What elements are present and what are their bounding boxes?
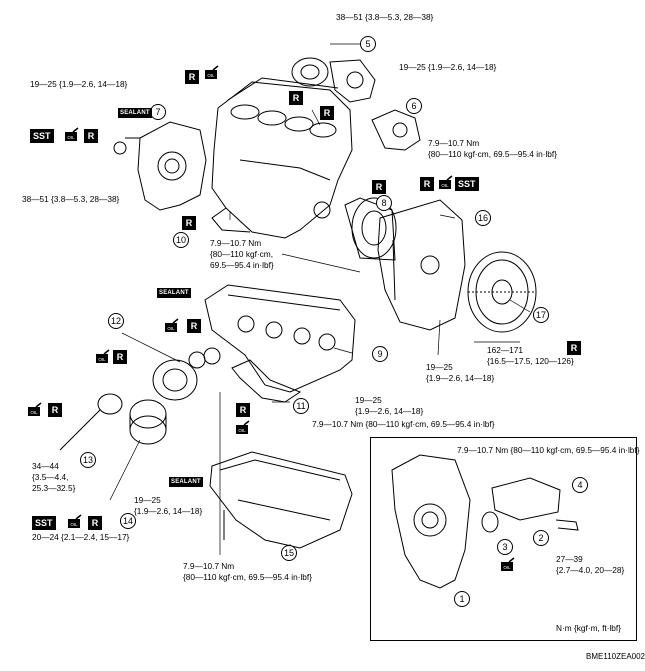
callout-2: 2 bbox=[533, 530, 549, 546]
torque-label-34-line3: 25.3—32.5} bbox=[32, 483, 76, 493]
torque-label-top: 38—51 {3.8—5.3, 28—38} bbox=[336, 12, 434, 22]
svg-text:OIL: OIL bbox=[503, 565, 511, 570]
torque-label-162-line1: 162—171 bbox=[487, 345, 523, 355]
torque-label-7-9-b-line2: {80—110 kgf·cm, bbox=[210, 249, 274, 259]
callout-11: 11 bbox=[293, 398, 309, 414]
callout-12: 12 bbox=[108, 313, 124, 329]
torque-label-19-25-d-line1: 19—25 bbox=[355, 395, 382, 405]
oil-can-icon: OIL bbox=[66, 514, 82, 530]
callout-14: 14 bbox=[120, 513, 136, 529]
replace-badge-r: R bbox=[236, 403, 250, 417]
oil-can-icon: OIL bbox=[163, 318, 179, 334]
torque-label-34-line2: {3.5—4.4, bbox=[32, 472, 69, 482]
torque-label-19-25-e-line1: 19—25 bbox=[134, 495, 161, 505]
svg-text:OIL: OIL bbox=[67, 135, 75, 140]
callout-17: 17 bbox=[533, 307, 549, 323]
replace-badge-r: R bbox=[185, 70, 199, 84]
seal-plate-drawing bbox=[344, 197, 397, 261]
oil-can-icon: OIL bbox=[499, 557, 515, 573]
torque-label-19-25-d-line2: {1.9—2.6, 14—18} bbox=[355, 406, 424, 416]
torque-label-7-9-d-line2: {80—110 kgf·cm, 69.5—95.4 in·lbf} bbox=[183, 572, 312, 582]
callout-3: 3 bbox=[497, 539, 513, 555]
replace-badge-r: R bbox=[182, 216, 196, 230]
replace-badge-r: R bbox=[187, 319, 201, 333]
sealant-badge: SEALANT bbox=[157, 288, 191, 298]
oil-can-icon: OIL bbox=[63, 127, 79, 143]
oil-can-icon: OIL bbox=[437, 175, 453, 191]
torque-label-7-9-c: 7.9—10.7 Nm {80—110 kgf·cm, 69.5—95.4 in… bbox=[312, 419, 495, 429]
torque-label-27-line1: 27—39 bbox=[556, 554, 583, 564]
sealant-badge: SEALANT bbox=[169, 477, 203, 487]
replace-badge-r: R bbox=[84, 129, 98, 143]
oil-pipe-drawing bbox=[231, 359, 302, 403]
oil-can-icon: OIL bbox=[94, 349, 110, 365]
torque-label-162-line2: {16.5—17.5, 120—126} bbox=[487, 356, 574, 366]
callout-15: 15 bbox=[281, 545, 297, 561]
svg-text:OIL: OIL bbox=[167, 326, 175, 331]
replace-badge-r: R bbox=[88, 516, 102, 530]
oil-can-icon: OIL bbox=[26, 402, 42, 418]
lower-block-drawing bbox=[204, 284, 356, 393]
callout-1: 1 bbox=[454, 591, 470, 607]
callout-9: 9 bbox=[372, 346, 388, 362]
callout-10: 10 bbox=[173, 232, 189, 248]
replace-badge-r: R bbox=[48, 403, 62, 417]
units-note: N·m {kgf·m, ft·lbf} bbox=[556, 623, 622, 633]
sst-badge: SST bbox=[455, 177, 479, 191]
torque-label-7-9-b-line1: 7.9—10.7 Nm bbox=[210, 238, 262, 248]
leader-lines bbox=[109, 43, 531, 555]
callout-16: 16 bbox=[475, 210, 491, 226]
oil-can-icon: OIL bbox=[203, 65, 219, 81]
callout-7: 7 bbox=[150, 104, 166, 120]
torque-label-7-9-a-line2: {80—110 kgf·cm, 69.5—95.4 in·lbf} bbox=[428, 149, 557, 159]
torque-label-19-25-e-line2: {1.9—2.6, 14—18} bbox=[134, 506, 203, 516]
figure-id: BME110ZEA002 bbox=[586, 652, 645, 661]
sst-badge: SST bbox=[32, 516, 56, 530]
svg-text:OIL: OIL bbox=[30, 410, 38, 415]
svg-text:OIL: OIL bbox=[98, 357, 106, 362]
oil-cooler-drawing bbox=[152, 347, 221, 401]
replace-badge-r: R bbox=[320, 106, 334, 120]
svg-text:OIL: OIL bbox=[238, 428, 246, 433]
torque-label-7-9-e: 7.9—10.7 Nm {80—110 kgf·cm, 69.5—95.4 in… bbox=[457, 445, 640, 455]
callout-8: 8 bbox=[376, 195, 392, 211]
torque-label-20-24: 20—24 {2.1—2.4, 15—17} bbox=[32, 532, 130, 542]
flywheel-drawing bbox=[467, 251, 537, 333]
torque-label-19-25-c-line1: 19—25 bbox=[426, 362, 453, 372]
replace-badge-r: R bbox=[567, 341, 581, 355]
torque-label-27-line2: {2.7—4.0, 20—28} bbox=[556, 565, 625, 575]
sealant-badge: SEALANT bbox=[118, 108, 152, 118]
front-cover-drawing bbox=[113, 121, 207, 211]
replace-badge-r: R bbox=[372, 180, 386, 194]
oil-filter-drawing bbox=[59, 393, 167, 451]
svg-text:OIL: OIL bbox=[70, 522, 78, 527]
inset-oil-pump-drawing bbox=[391, 454, 579, 589]
callout-6: 6 bbox=[406, 98, 422, 114]
sst-badge: SST bbox=[30, 129, 54, 143]
torque-label-7-9-a: 19—25 {1.9—2.6, 14—18} bbox=[30, 79, 128, 89]
replace-badge-r: R bbox=[289, 91, 303, 105]
torque-label-7-9-b-line3: 69.5—95.4 in·lbf} bbox=[210, 260, 274, 270]
callout-4: 4 bbox=[572, 477, 588, 493]
torque-label-19-25-b: 19—25 {1.9—2.6, 14—18} bbox=[399, 62, 497, 72]
water-pump-drawing bbox=[291, 57, 421, 151]
torque-label-19-25-c-line2: {1.9—2.6, 14—18} bbox=[426, 373, 495, 383]
oil-pump-inset-box bbox=[370, 437, 637, 641]
cylinder-block-drawing bbox=[211, 77, 353, 239]
torque-label-34-line1: 34—44 bbox=[32, 461, 59, 471]
torque-label-38-51-left: 38—51 {3.8—5.3, 28—38} bbox=[22, 194, 120, 204]
end-plate-drawing bbox=[377, 199, 466, 331]
replace-badge-r: R bbox=[420, 177, 434, 191]
torque-label-7-9-a-line1: 7.9—10.7 Nm bbox=[428, 138, 480, 148]
replace-badge-r: R bbox=[113, 350, 127, 364]
svg-text:OIL: OIL bbox=[207, 73, 215, 78]
torque-label-7-9-d-line1: 7.9—10.7 Nm bbox=[183, 561, 235, 571]
svg-text:OIL: OIL bbox=[441, 183, 449, 188]
oil-pan-drawing bbox=[209, 451, 353, 549]
callout-13: 13 bbox=[80, 452, 96, 468]
callout-5: 5 bbox=[360, 36, 376, 52]
oil-can-icon: OIL bbox=[234, 420, 250, 436]
